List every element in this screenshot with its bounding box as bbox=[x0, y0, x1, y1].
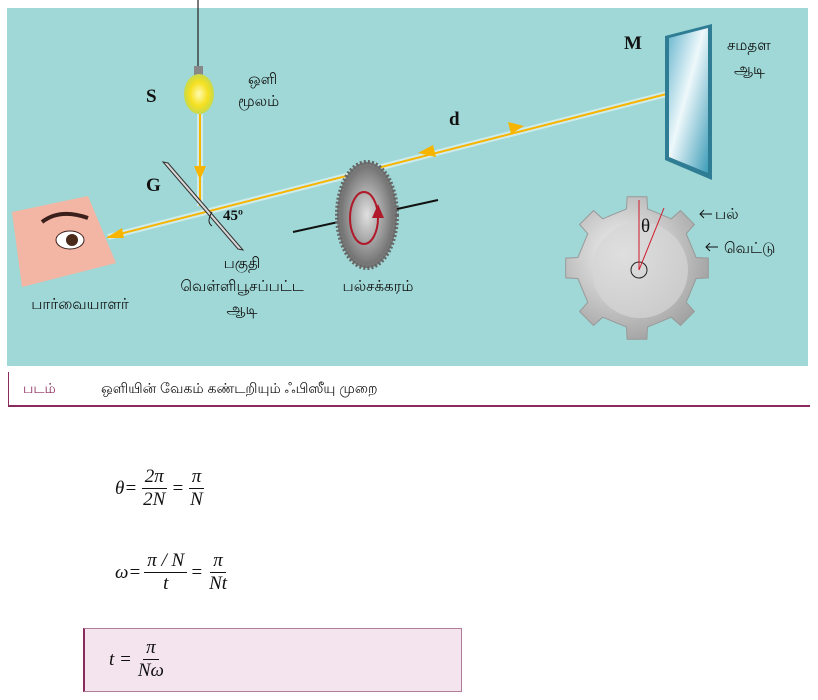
numerator: π bbox=[143, 637, 159, 660]
eye-pupil bbox=[66, 234, 78, 246]
arrow-left-icon bbox=[106, 228, 124, 238]
eq-lhs: ω= bbox=[115, 561, 142, 583]
label-glass-2: வெள்ளிபூசப்பட்ட bbox=[180, 278, 303, 295]
gear-hub bbox=[592, 222, 688, 318]
label-angle: 45º bbox=[223, 208, 243, 224]
arrow-left-icon bbox=[418, 145, 436, 157]
label-tooth: பல் bbox=[715, 206, 739, 223]
mirror-glass bbox=[669, 28, 708, 173]
caption-text: ஒளியின் வேகம் கண்டறியும் ஃபிஸீயு முறை bbox=[101, 380, 378, 396]
label-mirror-1: சமதள bbox=[727, 37, 771, 54]
figure-caption: படம் ஒளியின் வேகம் கண்டறியும் ஃபிஸீயு மு… bbox=[8, 372, 810, 407]
arrow-left-icon bbox=[699, 209, 712, 219]
numerator: π bbox=[210, 550, 226, 573]
label-glass-3: ஆடி bbox=[227, 301, 258, 318]
reflected-beam bbox=[107, 87, 691, 238]
label-source-2: மூலம் bbox=[238, 93, 279, 110]
label-gap: வெட்டு bbox=[724, 240, 775, 257]
angle-line bbox=[638, 207, 665, 271]
label-observer: பார்வையாளர் bbox=[31, 296, 129, 313]
denominator: t bbox=[163, 573, 169, 594]
denominator: Nt bbox=[209, 573, 228, 594]
eyebrow bbox=[40, 211, 89, 224]
label-d: d bbox=[449, 109, 460, 130]
label-s: S bbox=[146, 86, 157, 107]
label-theta: θ bbox=[641, 216, 650, 237]
label-source-1: ஒளி bbox=[248, 71, 277, 88]
arrow-left-icon bbox=[705, 242, 718, 252]
equals: = bbox=[171, 477, 185, 499]
arrow-down-icon bbox=[194, 166, 206, 180]
numerator: π / N bbox=[144, 550, 188, 573]
angle-arc bbox=[208, 211, 213, 227]
light-bulb-icon bbox=[184, 74, 214, 114]
denominator: Nω bbox=[137, 660, 164, 681]
rotation-arrow-head bbox=[372, 204, 384, 218]
fizeau-diagram: S ஒளி மூலம் d M சமதள ஆடி G 45º பகுதி வெள… bbox=[7, 0, 808, 366]
equals: = bbox=[190, 561, 204, 583]
eq-lhs: t = bbox=[109, 648, 132, 670]
bulb-base bbox=[194, 66, 203, 75]
label-glass-1: பகுதி bbox=[224, 255, 261, 273]
partially-silvered-glass bbox=[161, 161, 245, 251]
numerator: 2π bbox=[141, 466, 167, 489]
caption-label: படம் bbox=[23, 380, 56, 396]
eq-lhs: θ= bbox=[115, 477, 138, 499]
arrow-right-icon bbox=[508, 122, 524, 134]
label-m: M bbox=[624, 33, 642, 54]
numerator: π bbox=[188, 466, 205, 489]
label-wheel: பல்சக்கரம் bbox=[343, 278, 414, 295]
label-g: G bbox=[146, 175, 161, 196]
denominator: 2N bbox=[143, 489, 166, 510]
label-mirror-2: ஆடி bbox=[734, 61, 765, 78]
denominator: N bbox=[190, 489, 203, 510]
